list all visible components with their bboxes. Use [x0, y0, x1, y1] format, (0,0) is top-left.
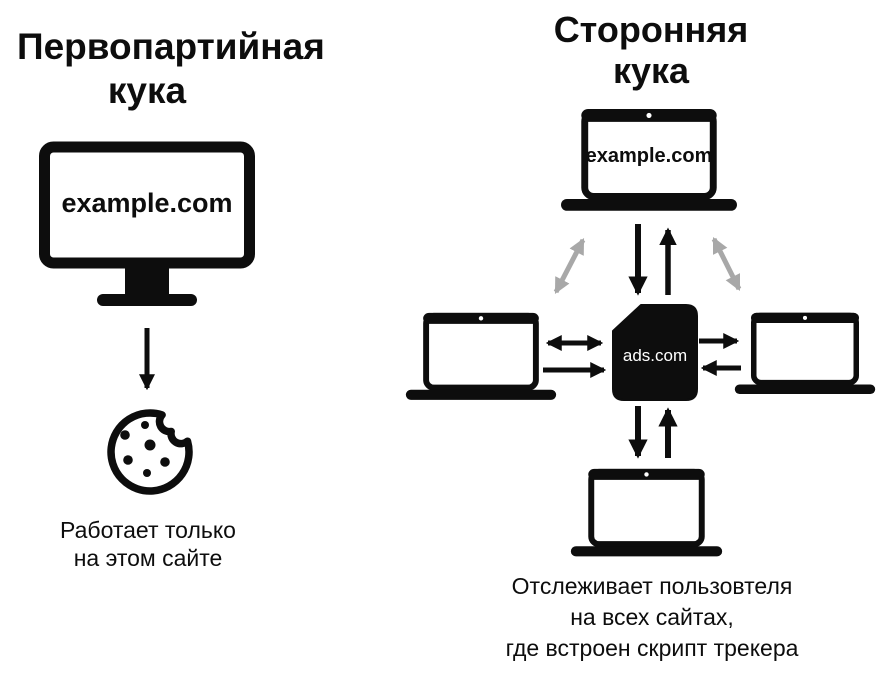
third-party-caption-line2: на всех сайтах,	[570, 604, 734, 630]
gray-double-arrow-right-icon	[711, 236, 742, 292]
left-site-laptop-icon	[406, 313, 556, 400]
bottom-site-laptop-icon	[571, 469, 722, 557]
tracker-card-icon	[612, 304, 698, 401]
monitor-site-label: example.com	[61, 188, 233, 218]
third-party-caption-line1: Отслеживает пользовтеля	[511, 573, 793, 599]
first-party-caption-line2: на этом сайте	[73, 545, 223, 571]
first-party-caption: Работает только на этом сайте	[28, 516, 268, 572]
first-party-title: Первопартийная кука	[17, 25, 325, 113]
cookie-icon	[107, 409, 193, 495]
desktop-monitor-icon	[39, 141, 255, 306]
first-party-title-line2: кука	[107, 70, 187, 111]
third-party-title-line1: Сторонняя	[553, 9, 749, 50]
third-party-title: Сторонняя кука	[521, 9, 781, 91]
third-party-caption: Отслеживает пользовтеля на всех сайтах, …	[472, 571, 832, 664]
third-party-title-line2: кука	[612, 50, 690, 91]
first-party-title-line1: Первопартийная	[17, 26, 325, 67]
third-party-caption-line3: где встроен скрипт трекера	[505, 635, 799, 661]
example-laptop-site-label: example.com	[585, 145, 713, 167]
first-party-caption-line1: Работает только	[60, 517, 236, 543]
right-site-laptop-icon	[735, 313, 875, 394]
tracker-card-label: ads.com	[622, 346, 688, 365]
gray-double-arrow-left-icon	[553, 238, 586, 294]
